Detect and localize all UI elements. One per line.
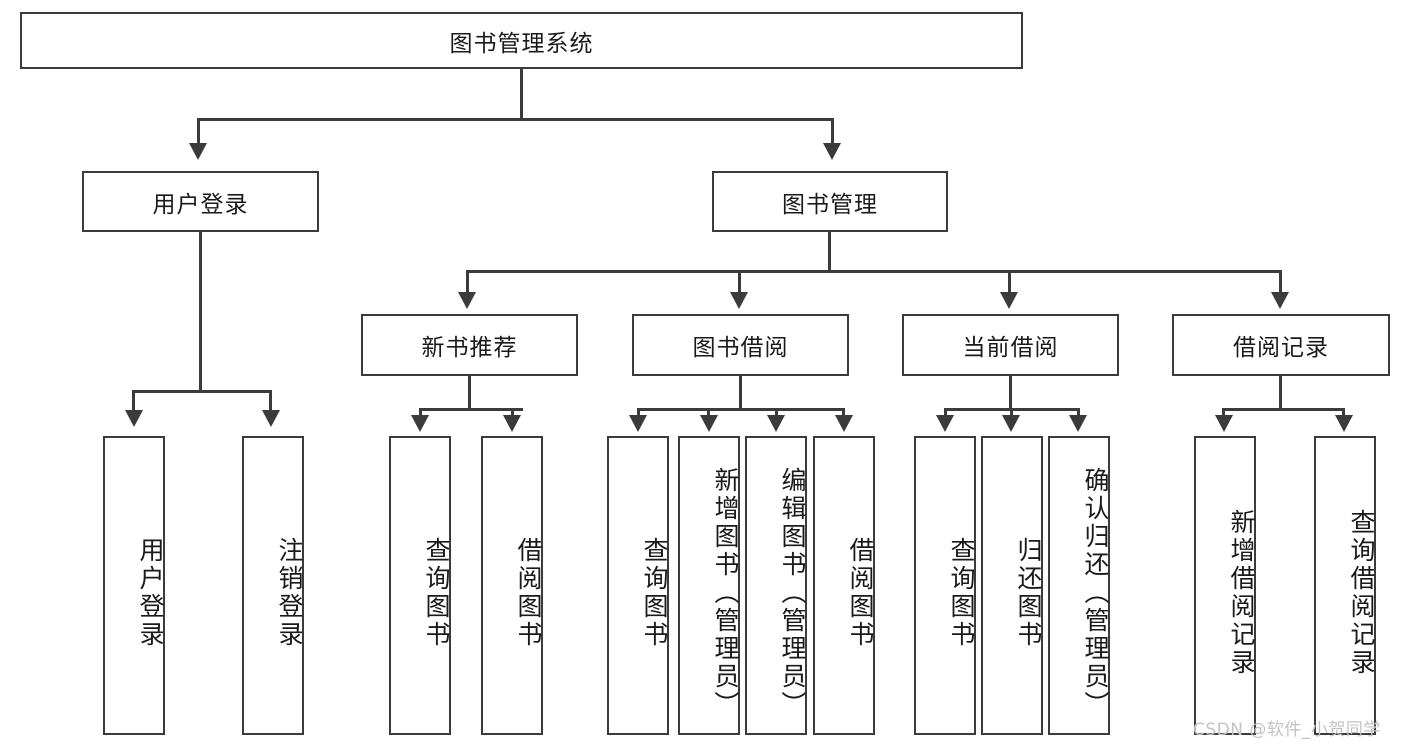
edge-root-drop-right: [831, 118, 834, 145]
edge-userlogin-bus: [132, 390, 271, 393]
arrow-to-leaf-query-record: [1335, 415, 1353, 432]
leaf-borrow-book[interactable]: 借阅图书: [813, 436, 875, 735]
node-root-system[interactable]: 图书管理系统: [20, 12, 1023, 69]
leaf-label: 查询图书: [422, 536, 451, 649]
leaf-label: 新增借阅记录: [1227, 508, 1256, 677]
edge-bookmgmt-drop-4: [1279, 270, 1282, 294]
node-label: 图书管理: [782, 191, 878, 218]
leaf-confirm-return-admin[interactable]: 确认归还（管理员）: [1048, 436, 1110, 735]
arrow-to-leaf-query-book-2: [629, 415, 647, 432]
arrow-to-leaf-query-book-1: [411, 415, 429, 432]
edge-currentborrow-drop-3: [1077, 408, 1080, 420]
edge-borrowrecord-drop-1: [1222, 408, 1225, 420]
leaf-query-borrow-record[interactable]: 查询借阅记录: [1314, 436, 1376, 735]
arrow-to-leaf-borrow-book-1: [503, 415, 521, 432]
edge-borrowrecord-drop-2: [1342, 408, 1345, 420]
watermark-text: CSDN @软件_小贺同学: [1193, 720, 1381, 740]
leaf-borrow-book-newbook[interactable]: 借阅图书: [481, 436, 543, 735]
edge-newbook-drop-2: [511, 408, 514, 420]
leaf-label: 借阅图书: [846, 536, 875, 649]
node-label: 当前借阅: [962, 335, 1059, 361]
leaf-label: 查询借阅记录: [1347, 508, 1376, 677]
edge-bookmgmt-drop-1: [466, 270, 469, 294]
node-borrow-record[interactable]: 借阅记录: [1172, 314, 1390, 376]
edge-currentborrow-stem: [1009, 376, 1012, 410]
edge-newbook-bus: [419, 408, 523, 411]
leaf-label: 注销登录: [275, 536, 304, 649]
node-label: 用户登录: [152, 191, 249, 218]
edge-currentborrow-drop-1: [944, 408, 947, 420]
edge-root-bus: [197, 118, 834, 121]
edge-bookborrow-drop-4: [842, 408, 845, 420]
edge-bookmgmt-bus: [466, 270, 1282, 273]
leaf-query-book-current[interactable]: 查询图书: [914, 436, 976, 735]
node-label: 图书管理系统: [449, 30, 594, 57]
arrow-to-leaf-edit-book: [767, 415, 785, 432]
arrow-to-leaf-borrow-book-2: [835, 415, 853, 432]
edge-bookmgmt-drop-2: [738, 270, 741, 294]
arrow-to-book-management: [823, 143, 841, 160]
node-label: 图书借阅: [692, 335, 789, 361]
arrow-to-leaf-add-book: [700, 415, 718, 432]
edge-userlogin-drop-1: [132, 390, 135, 412]
node-current-borrow[interactable]: 当前借阅: [902, 314, 1119, 376]
edge-bookmgmt-drop-3: [1008, 270, 1011, 294]
arrow-to-leaf-return-book: [1002, 415, 1020, 432]
leaf-query-book-borrow[interactable]: 查询图书: [607, 436, 669, 735]
arrow-to-borrow-record: [1271, 292, 1289, 309]
edge-bookborrow-stem: [739, 376, 742, 410]
arrow-to-leaf-user-login: [125, 410, 143, 427]
node-user-login[interactable]: 用户登录: [82, 171, 319, 232]
node-new-book-recommend[interactable]: 新书推荐: [361, 314, 578, 376]
leaf-query-book-newbook[interactable]: 查询图书: [389, 436, 451, 735]
edge-bookborrow-bus: [637, 408, 845, 411]
leaf-label: 归还图书: [1014, 536, 1043, 649]
leaf-label: 用户登录: [136, 536, 165, 649]
leaf-add-borrow-record[interactable]: 新增借阅记录: [1194, 436, 1256, 735]
edge-bookborrow-drop-3: [775, 408, 778, 420]
edge-root-drop-left: [197, 118, 200, 145]
leaf-return-book[interactable]: 归还图书: [981, 436, 1043, 735]
arrow-to-leaf-add-record: [1215, 415, 1233, 432]
leaf-edit-book-admin[interactable]: 编辑图书（管理员）: [745, 436, 807, 735]
edge-borrowrecord-stem: [1279, 376, 1282, 410]
leaf-label: 编辑图书（管理员）: [778, 466, 807, 719]
leaf-label: 借阅图书: [514, 536, 543, 649]
leaf-label: 查询图书: [947, 536, 976, 649]
node-label: 借阅记录: [1233, 335, 1329, 361]
edge-root-stem: [520, 69, 523, 120]
arrow-to-leaf-query-book-3: [936, 415, 954, 432]
arrow-to-book-borrow: [730, 292, 748, 309]
edge-userlogin-drop-2: [269, 390, 272, 412]
edge-bookmgmt-stem: [828, 232, 831, 272]
arrow-to-leaf-logout: [262, 410, 280, 427]
leaf-label: 新增图书（管理员）: [711, 466, 740, 719]
edge-currentborrow-drop-2: [1010, 408, 1013, 420]
arrow-to-new-book-recommend: [458, 292, 476, 309]
arrow-to-current-borrow: [1000, 292, 1018, 309]
edge-userlogin-stem: [199, 232, 202, 392]
leaf-add-book-admin[interactable]: 新增图书（管理员）: [678, 436, 740, 735]
node-book-borrow[interactable]: 图书借阅: [632, 314, 849, 376]
arrow-to-leaf-confirm-return: [1069, 415, 1087, 432]
leaf-label: 确认归还（管理员）: [1081, 466, 1110, 719]
node-label: 新书推荐: [421, 335, 518, 361]
edge-borrowrecord-bus: [1222, 408, 1345, 411]
arrow-to-user-login: [189, 143, 207, 160]
node-book-management[interactable]: 图书管理: [712, 171, 948, 232]
leaf-user-login[interactable]: 用户登录: [103, 436, 165, 735]
leaf-label: 查询图书: [640, 536, 669, 649]
edge-newbook-drop-1: [419, 408, 422, 420]
leaf-logout[interactable]: 注销登录: [242, 436, 304, 735]
edge-bookborrow-drop-2: [707, 408, 710, 420]
edge-bookborrow-drop-1: [637, 408, 640, 420]
edge-newbook-stem: [468, 376, 471, 410]
